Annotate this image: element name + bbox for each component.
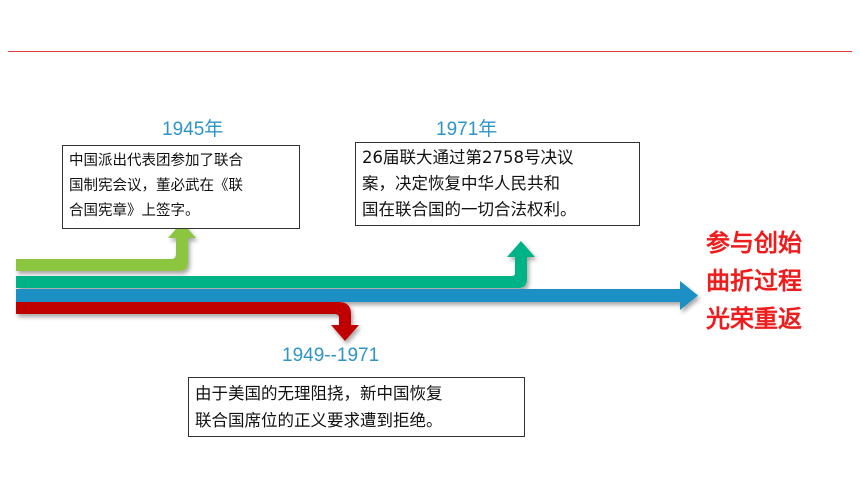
main-timeline-arrow (16, 281, 698, 310)
caption-founding: 参与创始 (706, 229, 802, 257)
event-text-line: 联合国席位的正义要求遭到拒绝。 (195, 411, 443, 430)
event-text-line: 案，决定恢复中华人民共和 (362, 174, 560, 193)
arrow-1971 (16, 241, 535, 288)
top-divider-line (8, 51, 852, 52)
event-text-line: 国在联合国的一切合法权利。 (362, 200, 577, 219)
event-text-line: 中国派出代表团参加了联合 (69, 153, 243, 169)
event-text-line: 由于美国的无理阻挠，新中国恢复 (195, 384, 443, 403)
year-label-1945: 1945年 (162, 119, 224, 140)
caption-twists: 曲折过程 (706, 267, 802, 295)
stage-captions: 参与创始 曲折过程 光荣重返 (706, 224, 836, 338)
arrow-1945 (16, 222, 196, 271)
event-text-line: 国制宪会议，董必武在《联 (69, 178, 243, 194)
year-label-1949-1971: 1949--1971 (282, 345, 380, 366)
event-box-1949-1971: 由于美国的无理阻挠，新中国恢复 联合国席位的正义要求遭到拒绝。 (188, 377, 525, 437)
event-text-line: 合国宪章》上签字。 (69, 203, 200, 219)
arrow-1949-1971 (16, 302, 359, 341)
caption-return: 光荣重返 (706, 305, 802, 333)
event-box-1945: 中国派出代表团参加了联合 国制宪会议，董必武在《联 合国宪章》上签字。 (62, 145, 300, 229)
event-text-line: 26届联大通过第2758号决议 (362, 148, 574, 167)
event-box-1971: 26届联大通过第2758号决议 案，决定恢复中华人民共和 国在联合国的一切合法权… (355, 142, 640, 226)
year-label-1971: 1971年 (436, 119, 498, 140)
